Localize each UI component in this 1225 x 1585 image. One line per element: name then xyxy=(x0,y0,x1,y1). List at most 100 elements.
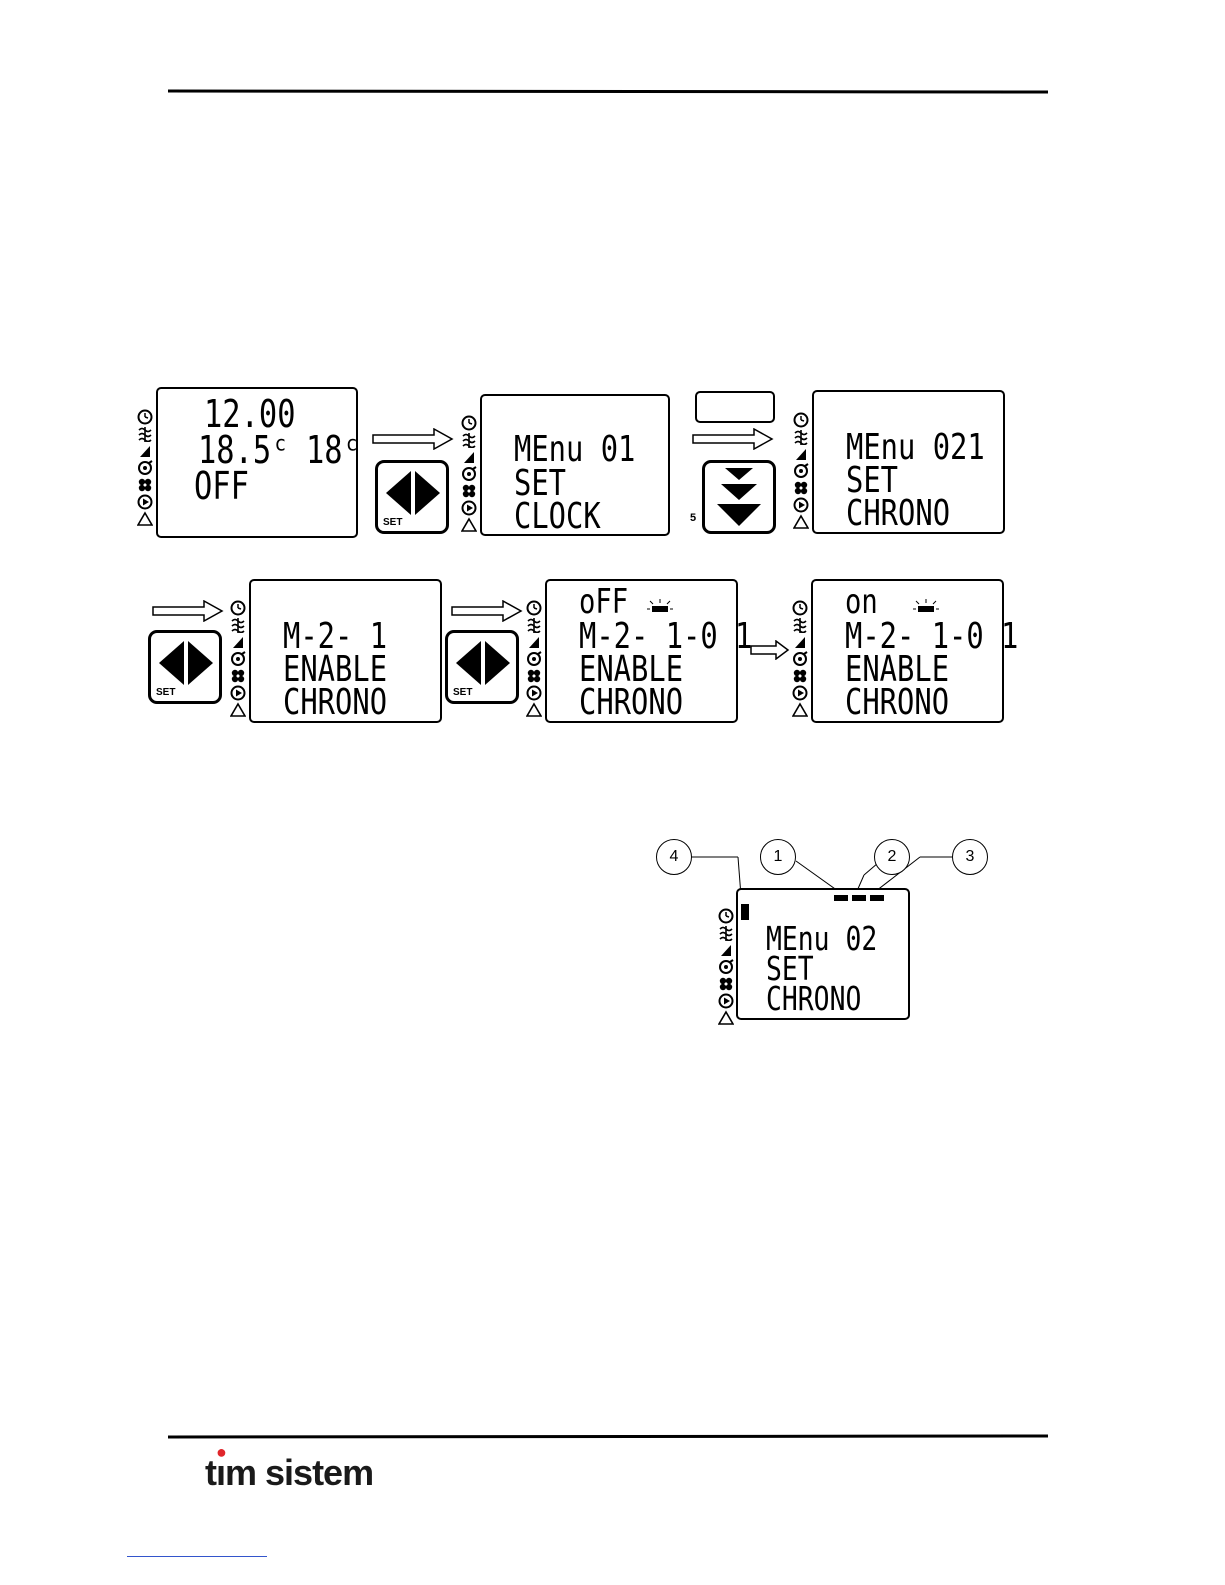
footer-link-underline xyxy=(127,1556,267,1557)
icon-column xyxy=(230,600,248,719)
warning-icon xyxy=(461,517,477,533)
flame-icon xyxy=(793,446,809,462)
heat-icon xyxy=(461,432,477,448)
logo-text-t: t xyxy=(205,1452,216,1493)
fan-icon xyxy=(792,651,808,667)
triple-down-arrows-icon xyxy=(715,468,763,526)
set-button-label: SET xyxy=(383,517,402,528)
segment-1 xyxy=(834,895,848,901)
callout-2: 2 xyxy=(874,839,910,875)
play-icon xyxy=(137,494,153,510)
lcd-line-3: CHRONO xyxy=(283,685,387,721)
logo-text-i: ı● xyxy=(216,1452,225,1493)
heat-icon xyxy=(230,617,246,633)
lcd-line-status: OFF xyxy=(194,467,249,505)
play-icon xyxy=(792,685,808,701)
flame-icon xyxy=(718,942,734,958)
clock-icon xyxy=(526,600,542,616)
fan-icon xyxy=(461,466,477,482)
arrow-right-icon xyxy=(750,640,790,660)
clock-icon xyxy=(461,415,477,431)
warning-icon xyxy=(718,1010,734,1026)
set-button[interactable]: SET xyxy=(445,630,519,704)
left-right-arrows-icon xyxy=(454,641,510,685)
snowflake-icon xyxy=(793,480,809,496)
play-icon xyxy=(718,993,734,1009)
lcd-display-home: 12.00 18.5ᶜ 18ᶜ OFF xyxy=(156,387,358,538)
segment-3 xyxy=(870,895,884,901)
heat-icon xyxy=(718,925,734,941)
fan-icon xyxy=(526,651,542,667)
flame-icon xyxy=(461,449,477,465)
clock-icon xyxy=(230,600,246,616)
lcd-line-3: CHRONO xyxy=(766,982,861,1015)
snowflake-icon xyxy=(526,668,542,684)
fan-icon xyxy=(137,460,153,476)
snowflake-icon xyxy=(718,976,734,992)
lcd-line-3: CHRONO xyxy=(845,685,949,721)
bottom-rule xyxy=(168,1434,1048,1440)
arrow-right-icon xyxy=(372,428,454,450)
icon-column xyxy=(793,412,811,531)
clock-icon xyxy=(137,409,153,425)
lcd-line-3: CHRONO xyxy=(846,496,950,532)
segment-2 xyxy=(852,895,866,901)
warning-icon xyxy=(230,702,246,718)
down-key-number: 5 xyxy=(690,512,696,524)
left-right-arrows-icon xyxy=(384,471,440,515)
set-button[interactable]: SET xyxy=(375,460,449,534)
arrow-right-icon xyxy=(692,428,774,450)
lcd-display-menu021: MEnu 021 SET CHRONO xyxy=(812,390,1005,534)
snowflake-icon xyxy=(230,668,246,684)
callout-3: 3 xyxy=(952,839,988,875)
warning-icon xyxy=(792,702,808,718)
blank-key-label xyxy=(695,391,775,423)
snowflake-icon xyxy=(137,477,153,493)
snowflake-icon xyxy=(792,668,808,684)
set-button[interactable]: SET xyxy=(148,630,222,704)
segment-4-cursor xyxy=(741,904,749,920)
lcd-display-m21: M-2- 1 ENABLE CHRONO xyxy=(249,579,442,723)
snowflake-icon xyxy=(461,483,477,499)
arrow-right-icon xyxy=(152,600,224,622)
lcd-line-status: oFF xyxy=(579,585,628,619)
lcd-line-3: CLOCK xyxy=(514,499,601,535)
flame-icon xyxy=(526,634,542,650)
lcd-line-status: on xyxy=(845,585,878,619)
icon-column xyxy=(526,600,544,719)
warning-icon xyxy=(526,702,542,718)
play-icon xyxy=(526,685,542,701)
fan-icon xyxy=(718,959,734,975)
play-icon xyxy=(230,685,246,701)
lcd-display-menu02-detail: MEnu 02 SET CHRONO xyxy=(736,888,910,1020)
down-button[interactable] xyxy=(702,460,776,534)
lcd-display-m2101-off: oFF M-2- 1-0 1 ENABLE CHRONO xyxy=(545,579,738,723)
flame-icon: ● xyxy=(216,1442,226,1463)
top-rule xyxy=(168,89,1048,95)
icon-column xyxy=(718,908,736,1027)
warning-icon xyxy=(137,511,153,527)
clock-icon xyxy=(792,600,808,616)
heat-icon xyxy=(526,617,542,633)
warning-icon xyxy=(793,514,809,530)
logo-text-rest: m sistem xyxy=(225,1452,373,1493)
callout-4: 4 xyxy=(656,839,692,875)
heat-icon xyxy=(137,426,153,442)
heat-icon xyxy=(793,429,809,445)
clock-icon xyxy=(793,412,809,428)
fan-icon xyxy=(793,463,809,479)
company-logo: tı●m sistem xyxy=(205,1452,373,1494)
icon-column xyxy=(137,409,155,528)
lcd-display-m2101-on: on M-2- 1-0 1 ENABLE CHRONO xyxy=(811,579,1004,723)
callout-1: 1 xyxy=(760,839,796,875)
flame-icon xyxy=(137,443,153,459)
play-icon xyxy=(793,497,809,513)
heat-icon xyxy=(792,617,808,633)
lcd-display-menu01: MEnu 01 SET CLOCK xyxy=(480,394,670,536)
arrow-right-icon xyxy=(451,600,523,622)
play-icon xyxy=(461,500,477,516)
flame-icon xyxy=(792,634,808,650)
flame-icon xyxy=(230,634,246,650)
fan-icon xyxy=(230,651,246,667)
left-right-arrows-icon xyxy=(157,641,213,685)
